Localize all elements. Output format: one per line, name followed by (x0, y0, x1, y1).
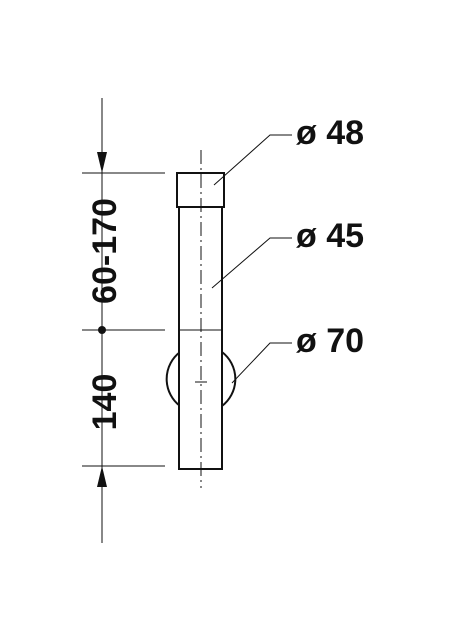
flange (165, 351, 237, 407)
dimension-dot (98, 326, 106, 334)
callout-cap-diameter: ø 48 (296, 114, 364, 152)
dimension-lower-label: 140 (86, 374, 124, 431)
callout-flange-diameter: ø 70 (296, 322, 364, 360)
arrow-up-icon (97, 466, 107, 487)
leader-pipe (211, 237, 292, 289)
dimension-upper-label: 60-170 (86, 198, 124, 304)
leader-flange (231, 342, 292, 384)
leader-cap (213, 134, 292, 186)
arrow-down-icon (97, 152, 107, 173)
dimension-line (97, 98, 107, 543)
callout-pipe-diameter: ø 45 (296, 217, 364, 255)
